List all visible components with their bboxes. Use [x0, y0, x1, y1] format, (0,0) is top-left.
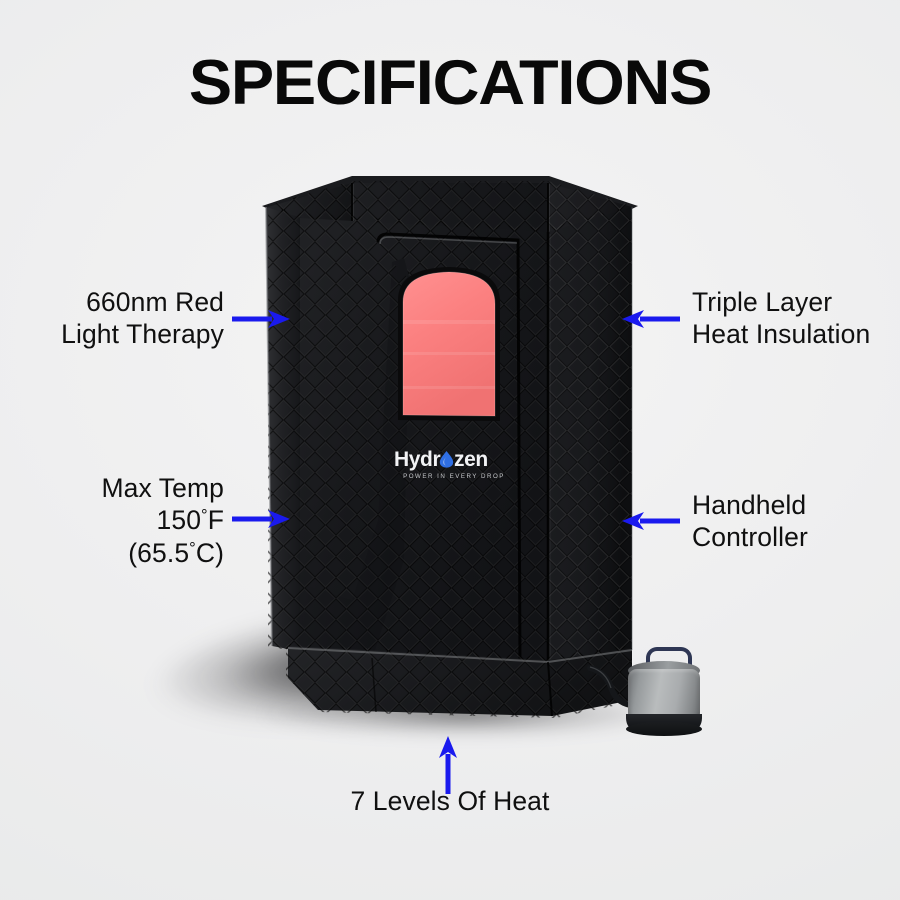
- callout-heat-levels-label: 7 Levels Of Heat: [250, 785, 650, 817]
- brand-logo: Hydr zen POWER IN EVERY DROP: [394, 448, 505, 480]
- callout-max-temp-label: Max Temp 150°F (65.5°C): [14, 472, 224, 569]
- page-title: SPECIFICATIONS: [188, 48, 713, 118]
- brand-tagline: POWER IN EVERY DROP: [403, 473, 505, 480]
- callout-line: Handheld: [692, 490, 807, 520]
- callout-line: 660nm Red: [86, 287, 224, 317]
- degree-symbol: °: [189, 539, 196, 558]
- arrow-up-icon-heat-levels: [432, 732, 464, 794]
- callout-red-light-therapy-label: 660nm Red Light Therapy: [14, 286, 224, 351]
- callout-line: Max Temp: [101, 473, 224, 503]
- callout-line: Light Therapy: [61, 319, 224, 350]
- degree-symbol: °: [201, 506, 208, 525]
- arrow-right-icon-red-light: [232, 306, 294, 332]
- generator-base-bottom: [626, 722, 702, 736]
- brand-logo-part2: zen: [454, 448, 488, 471]
- arrow-left-icon-controller: [618, 508, 680, 534]
- generator-handle: [646, 647, 692, 672]
- callout-handheld-controller-label: Handheld Controller: [692, 489, 898, 554]
- sauna-window: [398, 267, 500, 421]
- callout-line: 150°F: [156, 505, 224, 536]
- sauna-base-skirt: [286, 644, 633, 718]
- callout-line: (65.5°C): [128, 537, 224, 568]
- callout-line: Controller: [692, 522, 808, 553]
- arrow-left-icon-insulation: [618, 306, 680, 332]
- callout-line: Triple Layer: [692, 287, 833, 317]
- callout-line: 7 Levels Of Heat: [350, 786, 550, 816]
- callout-line: Heat Insulation: [692, 319, 871, 350]
- arrow-right-icon-max-temp: [232, 506, 294, 532]
- brand-logo-part1: Hydr: [394, 448, 440, 471]
- sauna-right-panel: [546, 205, 633, 662]
- water-drop-icon: [439, 451, 454, 468]
- callout-heat-insulation-label: Triple Layer Heat Insulation: [692, 286, 898, 351]
